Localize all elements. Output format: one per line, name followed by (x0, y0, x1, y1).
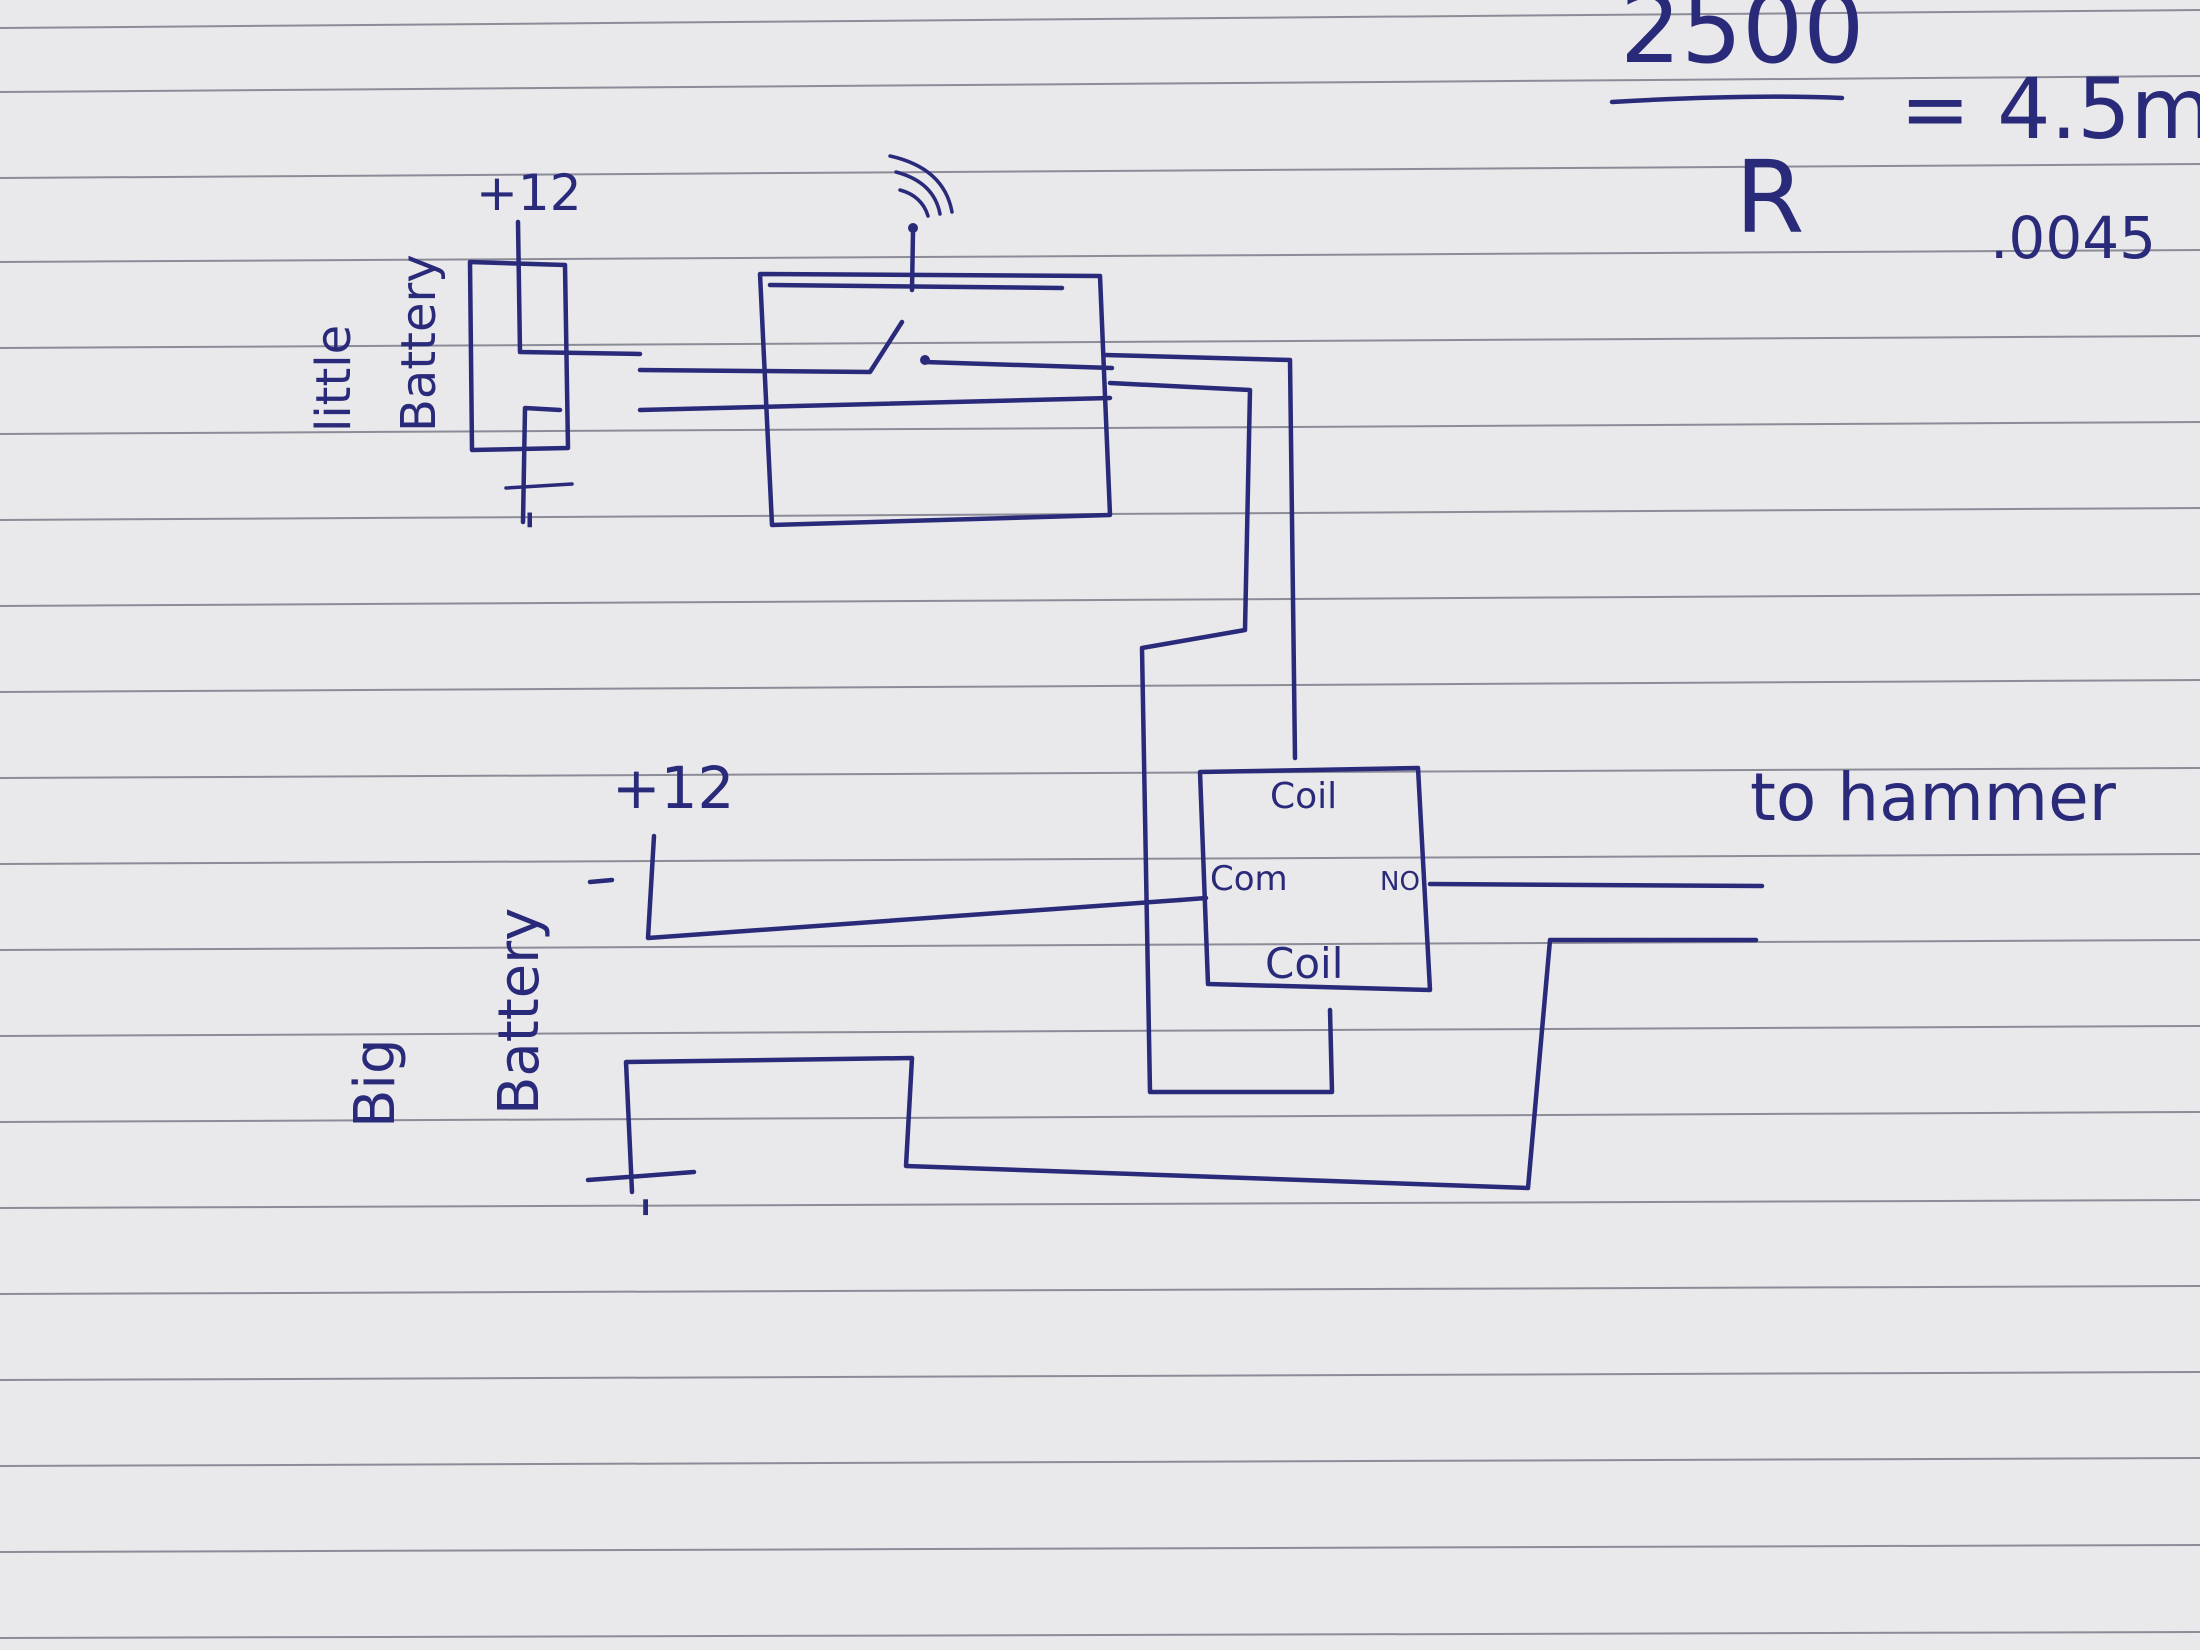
switch-output-line (922, 359, 1115, 371)
ground-line (637, 395, 1113, 413)
to-hammer-label: to hammer (1750, 759, 2117, 836)
relay: Coil Com NO Coil (1197, 765, 1433, 993)
little-battery-positive-wire (515, 219, 643, 357)
little-battery-body (467, 259, 571, 453)
little-battery-label-line2: Battery (391, 254, 447, 432)
little-battery-label-line1: little (306, 325, 362, 432)
relay-com-label: Com (1210, 859, 1288, 899)
big-battery-positive-wire (645, 833, 1183, 941)
calc-decimal: .0045 (1990, 204, 2156, 272)
relay-coil-bottom-label: Coil (1265, 939, 1343, 988)
com-terminal-wire (1177, 895, 1209, 903)
wireless-receiver (637, 154, 1115, 528)
big-battery-negative-wire (623, 937, 1759, 1195)
wire-to-coil-bottom (1107, 380, 1335, 1095)
antenna-wire (909, 229, 916, 293)
receiver-box (757, 271, 1113, 528)
calc-denominator: R (1735, 139, 1804, 256)
relay-coil-top-label: Coil (1270, 776, 1337, 817)
switch-arm (637, 319, 905, 375)
calculation-note: 2500 R = 4.5m .0045 (1609, 0, 2200, 272)
big-battery-ground (585, 1169, 697, 1183)
relay-body (1197, 765, 1433, 993)
ruled-lines (0, 9, 2200, 1639)
antenna-signal-icon (888, 154, 954, 218)
big-battery-label-line2: Battery (487, 908, 552, 1115)
relay-no-label: NO (1380, 867, 1420, 897)
big-battery-label-line1: Big (343, 1038, 408, 1128)
little-battery: little Battery +12 - (306, 164, 643, 530)
big-battery-positive-plate (587, 877, 615, 885)
antenna-tip (908, 223, 918, 233)
fraction-bar (1609, 94, 1845, 105)
no-output-wire (1427, 881, 1765, 889)
calc-result: = 4.5m (1900, 60, 2200, 158)
output-to-hammer: to hammer (1427, 759, 2117, 889)
big-battery-positive: +12 (612, 754, 734, 822)
big-battery-negative: - (607, 1196, 677, 1218)
little-battery-negative: - (494, 510, 559, 530)
calc-numerator: 2500 (1620, 0, 1864, 85)
little-battery-negative-wire (520, 405, 563, 525)
little-battery-positive: +12 (476, 164, 582, 222)
big-battery: Big Battery +12 - (343, 754, 1759, 1218)
little-battery-ground (504, 482, 574, 490)
wire-to-coil-top (1102, 352, 1298, 761)
receiver-top-line (767, 282, 1065, 291)
